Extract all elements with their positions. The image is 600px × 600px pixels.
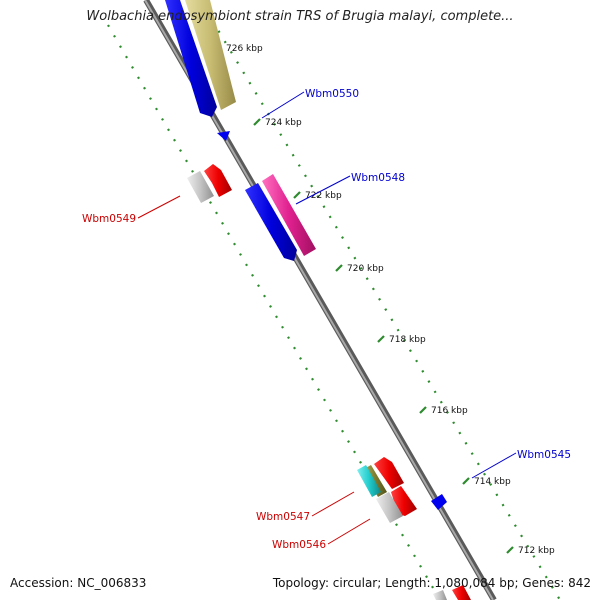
gene-wbm0547-red[interactable] <box>374 457 404 489</box>
ruler-tick <box>253 118 261 126</box>
gene-wbm0550-bar[interactable] <box>185 0 236 110</box>
ruler-tick-label: 712 kbp <box>518 546 555 556</box>
outer-track-right <box>199 0 561 600</box>
gene-label-wbm0548[interactable]: Wbm0548 <box>351 172 405 184</box>
ruler-tick-label: 720 kbp <box>347 264 384 274</box>
ruler: 726 kbp 724 kbp 722 kbp 720 kbp 718 kbp 716 k… <box>214 44 555 556</box>
ruler-tick-label: 724 kbp <box>265 118 302 128</box>
gene-blue-small-top[interactable] <box>217 131 230 141</box>
gene-blue-forward-top[interactable] <box>165 0 217 117</box>
gene-wbm0548-blue[interactable] <box>245 183 297 261</box>
gene-label-leader <box>137 195 181 219</box>
gene-label-wbm0546[interactable]: Wbm0546 <box>272 539 326 551</box>
gene-label-wbm0547[interactable]: Wbm0547 <box>256 511 310 523</box>
gene-bottom-grey[interactable] <box>433 590 447 600</box>
ruler-tick-label: 726 kbp <box>226 44 263 54</box>
gene-label-wbm0545[interactable]: Wbm0545 <box>517 449 571 461</box>
gene-wbm0548-magenta[interactable] <box>262 174 316 256</box>
ruler-tick-label: 716 kbp <box>431 406 468 416</box>
gene-wbm0549-grey[interactable] <box>187 171 214 203</box>
ruler-tick-label: 714 kbp <box>474 477 511 487</box>
gene-wbm0545-blue[interactable] <box>431 494 447 510</box>
gene-label-leader <box>471 452 517 479</box>
gene-label-leader <box>327 518 371 545</box>
ruler-tick <box>506 546 514 554</box>
ruler-tick <box>335 264 343 272</box>
ruler-tick <box>419 406 427 414</box>
accession-text: Accession: NC_006833 <box>10 576 147 590</box>
ruler-tick-label: 718 kbp <box>389 335 426 345</box>
ruler-tick <box>462 477 470 485</box>
gene-bottom-red[interactable] <box>452 585 471 600</box>
gene-wbm0549-red[interactable] <box>204 164 232 197</box>
gene-wbm0546-grey[interactable] <box>376 492 403 523</box>
ruler-tick-label: 722 kbp <box>305 191 342 201</box>
map-title: Wolbachia endosymbiont strain TRS of Bru… <box>86 9 514 24</box>
genome-summary-text: Topology: circular; Length: 1,080,084 bp… <box>272 576 591 590</box>
gene-labels: Wbm0550Wbm0548Wbm0549Wbm0545Wbm0547Wbm05… <box>82 88 571 551</box>
gene-label-leader <box>261 91 305 119</box>
gene-label-leader <box>295 175 351 205</box>
ruler-tick <box>293 191 301 199</box>
ruler-tick <box>377 335 385 343</box>
gene-wbm0547-cyan[interactable] <box>357 465 381 497</box>
gene-label-wbm0549[interactable]: Wbm0549 <box>82 213 136 225</box>
gene-label-wbm0550[interactable]: Wbm0550 <box>305 88 359 100</box>
gene-label-leader <box>311 491 355 517</box>
